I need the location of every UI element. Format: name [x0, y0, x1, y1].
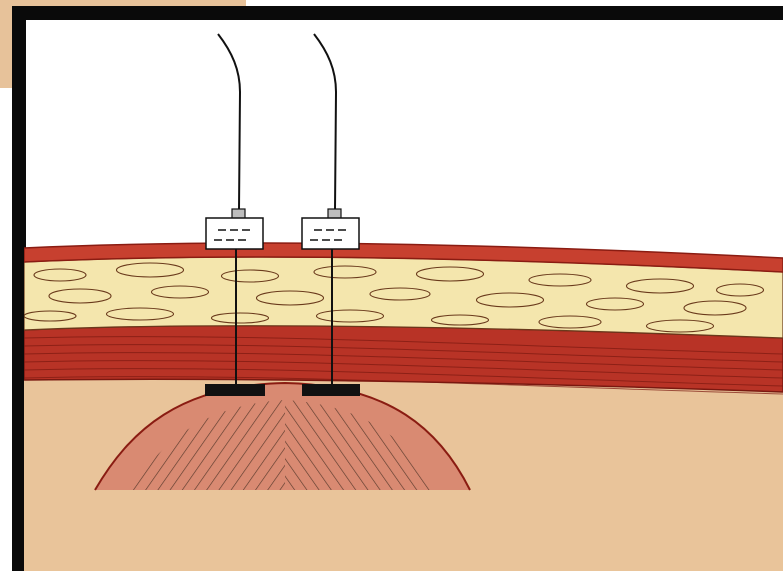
contact-plate-right [302, 384, 360, 396]
electrode-right-body [302, 218, 359, 249]
frame-top [12, 6, 783, 20]
frame-left [12, 6, 26, 571]
fat-layer [24, 257, 783, 338]
contact-plate-left [205, 384, 265, 396]
electrode-left-body [206, 218, 263, 249]
